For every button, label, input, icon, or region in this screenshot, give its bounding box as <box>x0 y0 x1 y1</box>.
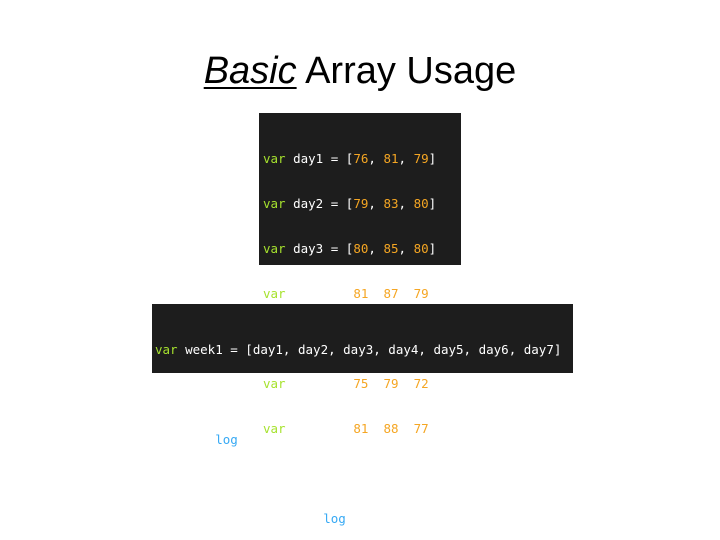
array-name: day3 <box>293 241 324 256</box>
title-emphasis: Basic <box>203 50 297 92</box>
code-keyword: var <box>263 376 286 391</box>
code-keyword: var <box>155 342 178 357</box>
array-name: day4 <box>293 286 324 301</box>
console-object: console <box>155 432 208 447</box>
code-keyword: var <box>263 241 286 256</box>
log-argument: day1 <box>353 511 384 526</box>
array-value: 80 <box>413 241 429 256</box>
log-method: log <box>323 511 346 526</box>
array-value: 79 <box>353 196 369 211</box>
array-value: 76 <box>353 151 369 166</box>
code-line-console-log: console.log(week1); <box>155 432 299 447</box>
array-name: day6 <box>293 376 324 391</box>
log-argument: week1 <box>245 432 283 447</box>
array-value: 88 <box>383 421 399 436</box>
title-rest: Array Usage <box>296 50 517 92</box>
code-blank-line <box>155 387 573 402</box>
array-name: day2 <box>293 196 324 211</box>
array-name: day1 <box>293 151 324 166</box>
array-value: 83 <box>383 196 399 211</box>
array-value: 79 <box>413 151 429 166</box>
code-line-day2: var day2 = [79, 83, 80] <box>263 196 437 211</box>
code-keyword: var <box>263 421 286 436</box>
array-value: 80 <box>413 196 429 211</box>
code-line-day3: var day3 = [80, 85, 80] <box>263 241 437 256</box>
code-line-console-log: console.log(day1); <box>263 511 399 526</box>
array-value: 72 <box>413 376 429 391</box>
code-block-day-arrays: var day1 = [76, 81, 79] var day2 = [79, … <box>259 113 461 526</box>
code-line-day4: var day4 = [81, 87, 79] <box>263 286 437 301</box>
array-value: 81 <box>353 286 369 301</box>
array-value: 87 <box>383 286 399 301</box>
code-line-day6: var day6 = [75, 79, 72] <box>263 376 437 391</box>
code-keyword: var <box>263 151 286 166</box>
code-line-day1: var day1 = [76, 81, 79] <box>263 151 437 166</box>
array-value: 75 <box>353 376 369 391</box>
week-declaration: week1 = [day1, day2, day3, day4, day5, d… <box>177 342 562 357</box>
code-keyword: var <box>263 286 286 301</box>
array-value: 77 <box>413 421 429 436</box>
log-method: log <box>215 432 238 447</box>
code-line-day7: var day7 = [81, 88, 77] <box>263 421 437 436</box>
array-value: 81 <box>353 421 369 436</box>
array-value: 79 <box>413 286 429 301</box>
slide-title: Basic Array Usage <box>0 48 720 94</box>
array-value: 85 <box>383 241 399 256</box>
array-value: 80 <box>353 241 369 256</box>
code-line-week1: var week1 = [day1, day2, day3, day4, day… <box>155 342 573 357</box>
array-value: 79 <box>383 376 399 391</box>
code-keyword: var <box>263 196 286 211</box>
console-object: console <box>263 511 316 526</box>
code-block-week-array: var week1 = [day1, day2, day3, day4, day… <box>152 304 573 447</box>
array-name: day7 <box>293 421 324 436</box>
array-value: 81 <box>383 151 399 166</box>
